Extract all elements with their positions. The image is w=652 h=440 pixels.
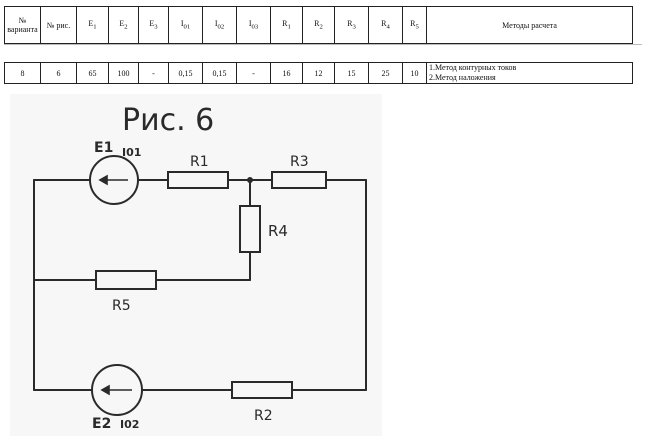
node-dot [247,177,253,183]
header-r4: R4 [368,6,403,44]
header-i03: I03 [236,6,271,44]
figure-title: Рис. 6 [122,103,214,138]
label-i02: I02 [120,418,139,431]
header-r2: R2 [302,6,335,44]
label-e2: E2 [92,416,111,432]
header-i01: I01 [168,6,203,44]
header-r3: R3 [334,6,369,44]
circuit-figure: Рис. 6 E1 I01 R1 R3 R4 R5 E2 I02 R2 [10,94,382,436]
cell-i01: 0,15 [168,62,203,84]
cell-i03: - [236,62,271,84]
header-e2: E2 [108,6,139,44]
resistor-r3 [271,171,327,189]
header-r1: R1 [270,6,303,44]
cell-i02: 0,15 [202,62,237,84]
label-i01: I01 [122,146,141,159]
source-e1 [89,155,139,205]
table-row: 8 6 65 100 - 0,15 0,15 - 16 12 15 25 10 … [4,62,633,84]
label-r3: R3 [290,154,309,170]
cell-variant: 8 [4,62,41,84]
cell-r1: 16 [270,62,303,84]
cell-r3: 15 [334,62,369,84]
label-r1: R1 [190,154,209,170]
resistor-r1 [167,171,229,189]
arrow-head-e1 [98,174,108,186]
resistor-r2 [231,381,293,399]
header-i02: I02 [202,6,237,44]
arrow-head-e2 [100,384,110,396]
header-figure: № рис. [40,6,77,44]
header-r5: R5 [402,6,427,44]
header-e1: E1 [76,6,109,44]
data-table: 8 6 65 100 - 0,15 0,15 - 16 12 15 25 10 … [4,62,633,84]
label-r4: R4 [268,222,288,240]
resistor-r5 [95,270,157,290]
cell-e1: 65 [76,62,109,84]
header-e3: E3 [138,6,169,44]
label-e1: E1 [94,140,113,156]
cell-methods: 1.Метод контурных токов 2.Метод наложени… [426,62,633,84]
cell-figure: 6 [40,62,77,84]
cell-r5: 10 [402,62,427,84]
cell-e3: - [138,62,169,84]
source-e2 [91,364,143,416]
separator-line [4,44,642,45]
cell-r4: 25 [368,62,403,84]
label-r2: R2 [254,408,273,424]
circuit-diagram: Рис. 6 E1 I01 R1 R3 R4 R5 E2 I02 R2 [33,103,367,432]
cell-e2: 100 [108,62,139,84]
method-2: 2.Метод наложения [429,73,496,82]
header-table: № варианта № рис. E1 E2 E3 I01 I02 I03 R… [4,6,633,44]
header-methods: Методы расчета [426,6,633,44]
header-variant: № варианта [4,6,41,44]
method-1: 1.Метод контурных токов [429,63,517,73]
label-r5: R5 [112,298,131,314]
cell-r2: 12 [302,62,335,84]
resistor-r4 [239,205,261,253]
